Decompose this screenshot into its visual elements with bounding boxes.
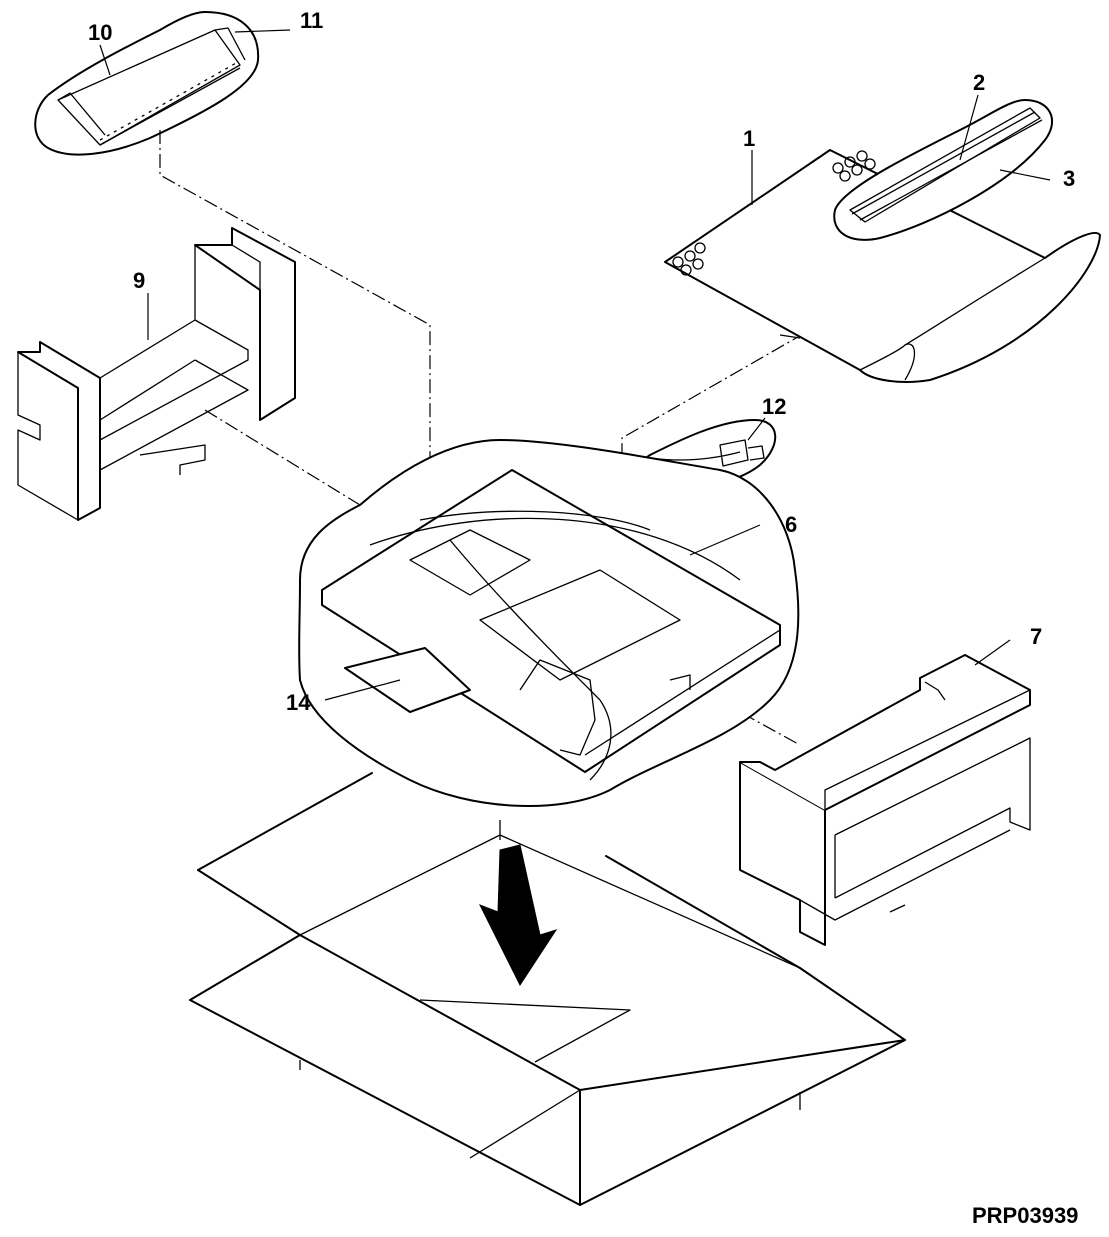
part-1-2-3-sheet-and-strip xyxy=(664,99,1101,383)
open-carton xyxy=(189,772,906,1206)
callout-3: 3 xyxy=(1063,166,1076,191)
part-10-11-tray-in-bag xyxy=(34,11,260,156)
callout-2: 2 xyxy=(973,70,986,95)
part-7-foam-right xyxy=(739,654,1031,946)
callout-14: 14 xyxy=(286,690,311,715)
callout-1: 1 xyxy=(743,126,756,151)
callout-9: 9 xyxy=(133,268,146,293)
figure-id: PRP03939 xyxy=(972,1203,1079,1228)
callout-7: 7 xyxy=(1030,624,1043,649)
callout-6: 6 xyxy=(785,512,798,537)
part-6-unit-in-bag xyxy=(298,439,800,807)
callout-10: 10 xyxy=(88,20,113,45)
callout-11: 11 xyxy=(300,8,324,33)
callout-12: 12 xyxy=(762,394,787,419)
leader-lines xyxy=(99,29,1051,701)
insert-down-arrow xyxy=(478,844,558,987)
part-9-foam-left xyxy=(17,227,296,521)
